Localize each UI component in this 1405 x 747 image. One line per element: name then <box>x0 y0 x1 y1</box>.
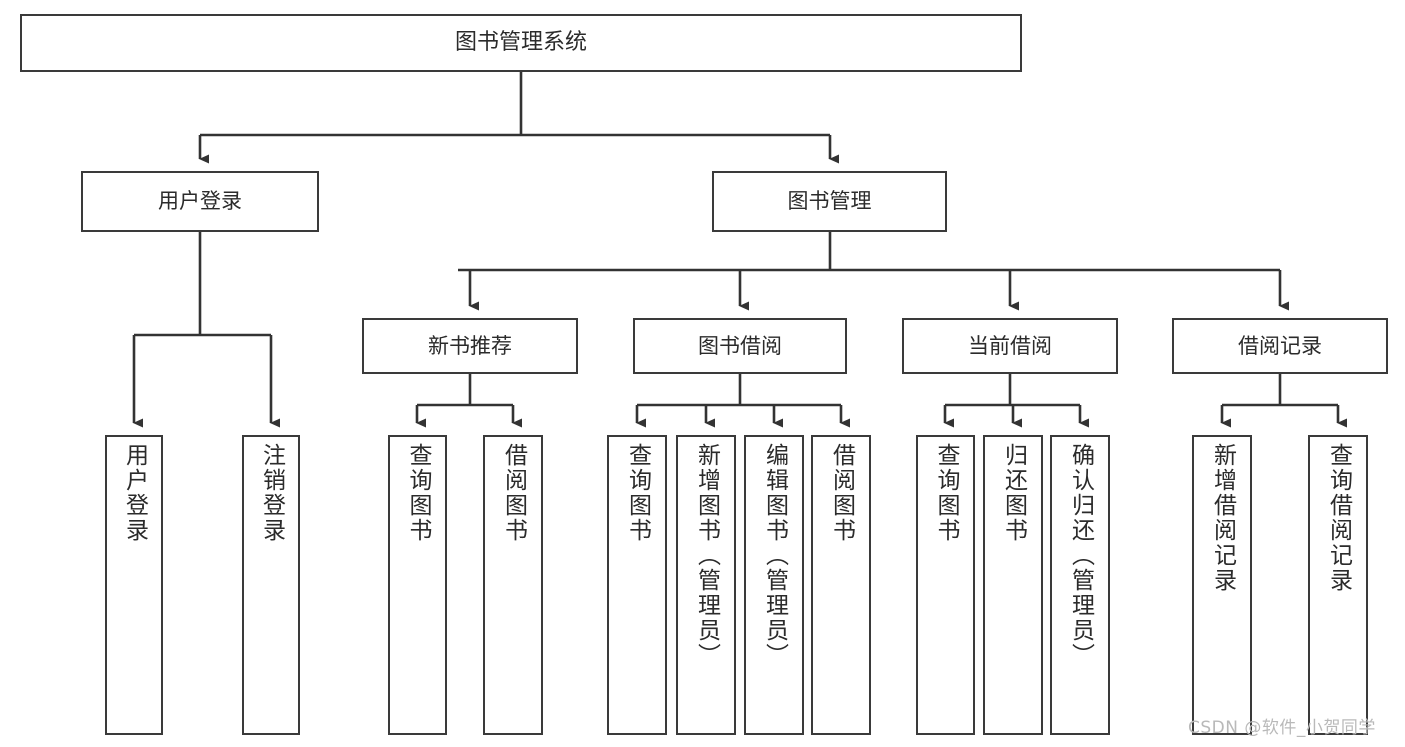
node-label: 借阅记录 <box>1238 333 1322 358</box>
node-label: 确认归还（管理员） <box>1067 443 1094 668</box>
node-new-book-recommend[interactable]: 新书推荐 <box>362 318 578 374</box>
node-book-borrow[interactable]: 图书借阅 <box>633 318 847 374</box>
node-label: 查询借阅记录 <box>1325 443 1352 593</box>
leaf-borrow-book-recommend[interactable]: 借阅图书 <box>483 435 543 735</box>
leaf-add-book-admin[interactable]: 新增图书（管理员） <box>676 435 736 735</box>
node-label: 查询图书 <box>405 443 431 543</box>
node-label: 新增图书（管理员） <box>693 443 720 668</box>
node-label: 归还图书 <box>1000 443 1027 543</box>
leaf-borrow-book-borrow[interactable]: 借阅图书 <box>811 435 871 735</box>
node-label: 借阅图书 <box>828 443 855 543</box>
leaf-user-login[interactable]: 用户登录 <box>105 435 163 735</box>
node-root-book-management-system[interactable]: 图书管理系统 <box>20 14 1022 72</box>
leaf-query-book-current[interactable]: 查询图书 <box>916 435 975 735</box>
leaf-query-borrow-record[interactable]: 查询借阅记录 <box>1308 435 1368 735</box>
node-label: 图书管理 <box>787 189 872 214</box>
node-label: 借阅图书 <box>500 443 527 543</box>
node-book-management[interactable]: 图书管理 <box>712 171 947 232</box>
node-label: 编辑图书（管理员） <box>761 443 788 668</box>
leaf-query-book-recommend[interactable]: 查询图书 <box>388 435 447 735</box>
node-user-login[interactable]: 用户登录 <box>81 171 319 232</box>
node-label: 用户登录 <box>158 189 242 214</box>
node-label: 注销登录 <box>258 443 285 543</box>
leaf-return-book[interactable]: 归还图书 <box>983 435 1043 735</box>
node-label: 用户登录 <box>121 443 148 543</box>
leaf-edit-book-admin[interactable]: 编辑图书（管理员） <box>744 435 804 735</box>
node-current-borrow[interactable]: 当前借阅 <box>902 318 1118 374</box>
leaf-logout-login[interactable]: 注销登录 <box>242 435 300 735</box>
node-label: 查询图书 <box>933 443 959 543</box>
node-label: 图书借阅 <box>698 333 782 358</box>
node-label: 查询图书 <box>624 443 651 543</box>
node-label: 新书推荐 <box>428 333 512 358</box>
node-label: 图书管理系统 <box>454 30 587 56</box>
leaf-query-book-borrow[interactable]: 查询图书 <box>607 435 667 735</box>
leaf-add-borrow-record[interactable]: 新增借阅记录 <box>1192 435 1252 735</box>
node-label: 当前借阅 <box>968 333 1052 358</box>
node-label: 新增借阅记录 <box>1209 443 1236 593</box>
node-borrow-record[interactable]: 借阅记录 <box>1172 318 1388 374</box>
leaf-confirm-return-admin[interactable]: 确认归还（管理员） <box>1050 435 1110 735</box>
